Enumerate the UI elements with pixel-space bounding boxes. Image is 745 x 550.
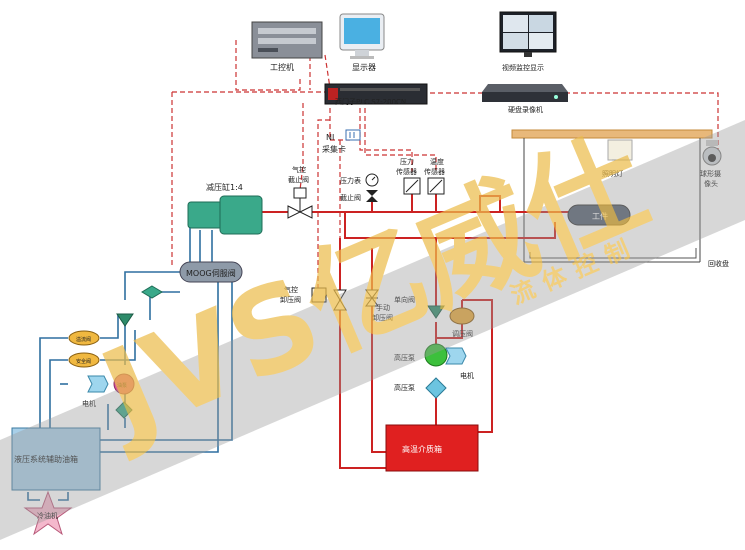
video-monitor-icon [499,11,557,57]
temp-sensor-label-1: 温度 [430,157,444,166]
hydraulic-tank-label: 液压系统辅助油箱 [14,454,78,464]
lamp-icon [607,139,633,161]
stop-valve-label: 截止阀 [340,193,361,202]
check-valve-left-icon [116,313,134,327]
temp-sensor-label-2: 传感器 [424,167,445,176]
manual-relief-valve-label-1: 手动 [376,303,390,312]
plc-icon [324,83,428,105]
safety-valve-label: 安全阀 [76,358,91,365]
lighting-label: 照明灯 [602,169,623,178]
manual-stop-valve-icon [366,190,378,202]
dome-camera-label-2: 像头 [704,179,718,188]
ipc-label: 工控机 [270,62,294,72]
cylinder-label: 减压缸1:4 [206,182,243,192]
dome-camera-icon [702,140,722,166]
check-valve-icon [427,305,445,319]
manual-relief-valve-icon [365,289,379,307]
manual-relief-valve-label-2: 卸压阀 [372,313,393,322]
monitor-label: 显示器 [352,63,376,72]
hydraulic-tank-icon [11,427,101,491]
high-temp-medium-lines [262,194,575,469]
dvr-label: 硬盘录像机 [508,105,543,114]
oil-pump-label: 油泵 [117,382,127,389]
monitor-icon [339,13,385,59]
safety-valve-icon [68,352,100,368]
pressure-cylinder-icon [187,195,263,235]
ipc-computer-icon [251,21,323,59]
pressure-sensor-label-1: 压力 [400,157,414,166]
moog-valve-icon [179,261,243,283]
dvr-icon [482,84,568,102]
temp-sensor-icon [427,177,445,195]
pressure-gauge-icon [365,173,379,187]
return-tray [529,248,697,259]
return-tray-label: 回收盘 [708,259,729,268]
oil-pump-icon [113,373,135,395]
workpiece-label: 工件 [592,211,608,221]
high-temp-tank-label: 高温介质箱 [402,444,442,454]
signal-wiring [171,40,719,300]
high-pressure-pump-label-1: 高压泵 [394,353,415,362]
chiller-icon [23,490,73,536]
pneumatic-relief-valve-label-2: 卸压阀 [280,295,301,304]
pressure-sensor-label-2: 传感器 [396,167,417,176]
regulating-valve-icon [449,307,475,325]
check-valve-label: 单向阀 [394,295,415,304]
filter-left-icon [115,401,133,419]
high-pressure-pump-label-2: 高压泵 [394,383,415,392]
pneumatic-stop-valve-label-2: 截止阀 [288,175,309,184]
moog-valve-label: MOOG伺服阀 [186,268,236,278]
ni-card-label-1: NI [326,133,334,142]
pressure-sensor-icon [403,177,421,195]
motor-right-label: 电机 [460,371,474,380]
pneumatic-stop-valve-icon [287,187,313,219]
relief-valve-icon [68,330,100,346]
motor-left-icon [87,375,109,393]
motor-icon [445,347,467,365]
pneumatic-relief-valve-label-1: 气控 [284,285,298,294]
filter-box-icon [141,285,163,299]
pressure-gauge-label: 压力表 [340,176,361,185]
dome-camera-label-1: 球形摄 [700,169,721,178]
ni-card-label-2: 采集卡 [322,144,346,154]
motor-left-label: 电机 [82,399,96,408]
hydraulic-lines [27,222,233,501]
ni-card-icon [345,129,361,141]
pneumatic-stop-valve-label-1: 气控 [292,165,306,174]
video-monitor-label: 视频监控显示 [502,63,544,72]
light-frame [511,129,713,263]
high-pressure-pump-icon [424,343,448,367]
chiller-label: 冷油机 [37,511,58,520]
high-temp-tank-icon [385,424,479,472]
workpiece-icon [567,204,631,226]
filter-right-icon [425,377,447,399]
plc-label: 西门子PLC S7-200CN [335,97,406,106]
regulating-valve-label: 调压阀 [452,329,473,338]
relief-valve-label: 溢流阀 [76,336,91,343]
pneumatic-relief-valve-icon [311,287,347,311]
